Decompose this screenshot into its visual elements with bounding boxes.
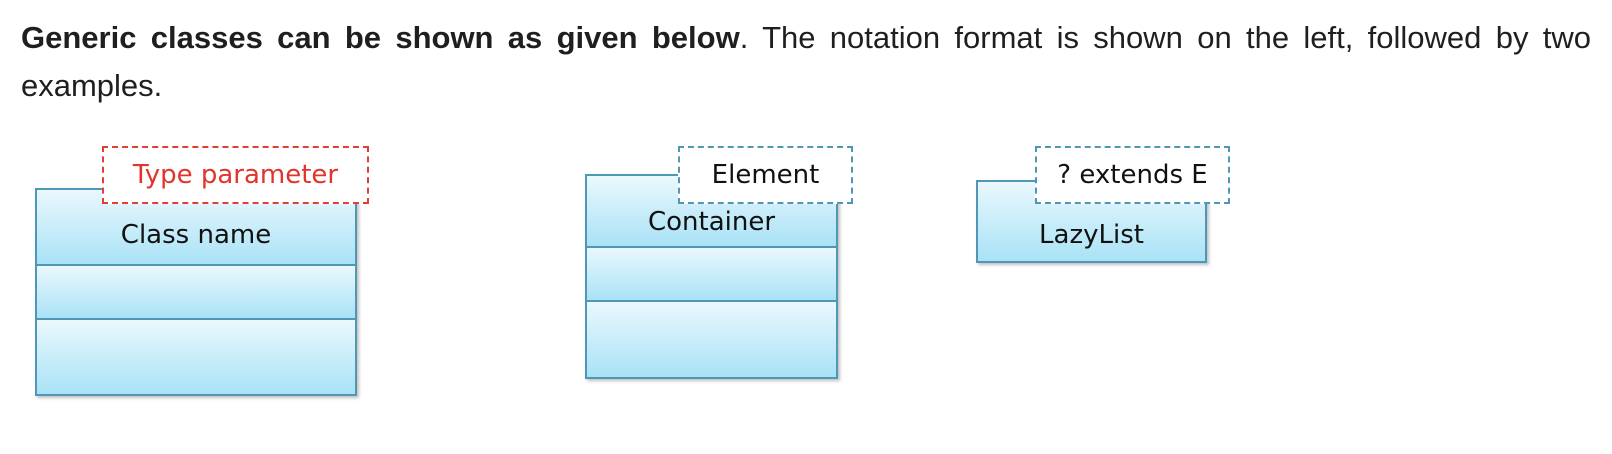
class-box: Container [585, 174, 838, 379]
intro-bold-text: Generic classes can be shown as given be… [21, 20, 740, 55]
class-box: Class name [35, 188, 357, 396]
class-name: LazyList [1039, 220, 1144, 250]
type-parameter-label: ? extends E [1057, 160, 1208, 190]
type-parameter-label: Element [711, 160, 820, 190]
type-parameter-box: ? extends E [1035, 146, 1230, 204]
type-parameter-box: Element [678, 146, 853, 204]
intro-paragraph: Generic classes can be shown as given be… [21, 14, 1591, 110]
operations-compartment [37, 318, 355, 394]
attributes-compartment [37, 264, 355, 318]
type-parameter-label: Type parameter [132, 160, 339, 190]
class-name: Class name [120, 220, 272, 250]
attributes-compartment [587, 246, 836, 300]
intro-rest-text: . The notation format is shown on the le… [21, 20, 1592, 103]
type-parameter-box: Type parameter [102, 146, 369, 204]
class-name: Container [647, 207, 776, 237]
operations-compartment [587, 300, 836, 377]
